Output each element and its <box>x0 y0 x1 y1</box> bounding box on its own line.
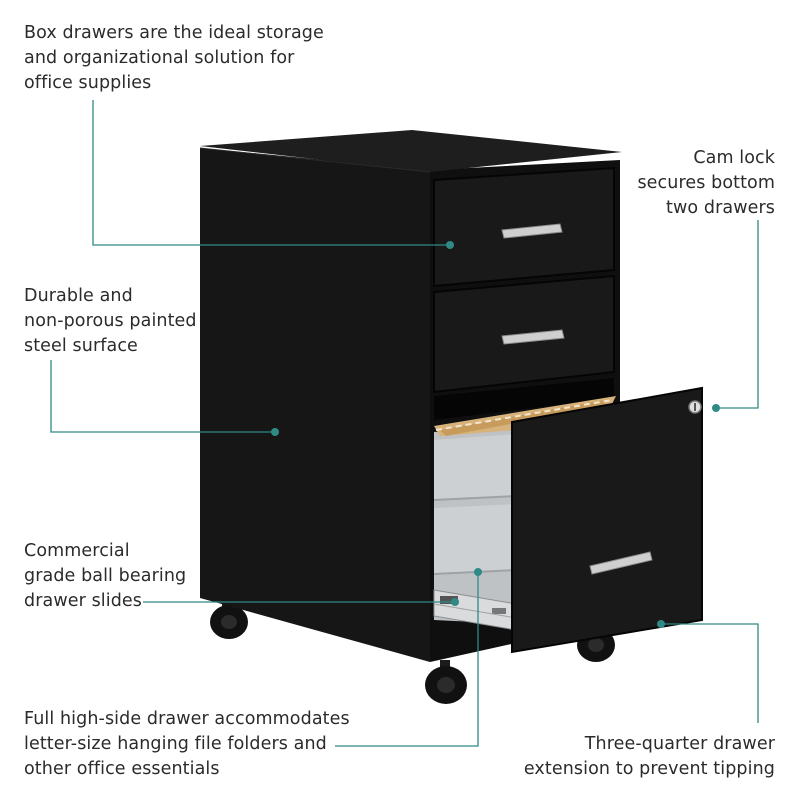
callout-line: Three-quarter drawer <box>584 734 775 754</box>
callout-line: office supplies <box>24 73 152 93</box>
middle-drawer-handle <box>501 329 565 345</box>
callout-line: grade ball bearing <box>24 566 187 586</box>
callout-line: Durable and <box>24 286 133 306</box>
callout-line: steel surface <box>24 336 138 356</box>
callout-cam-lock: Cam lock secures bottom two drawers <box>637 146 775 221</box>
callout-line: secures bottom <box>637 173 775 193</box>
callout-drawer-extension: Three-quarter drawer extension to preven… <box>524 732 775 782</box>
file-drawer-front <box>511 386 703 654</box>
callout-dots <box>271 241 720 628</box>
callout-line: and organizational solution for <box>24 48 295 68</box>
callout-box-drawers: Box drawers are the ideal storage and or… <box>24 21 324 96</box>
top-drawer-handle <box>501 223 563 239</box>
callout-line: letter-size hanging file folders and <box>24 734 327 754</box>
callout-line: Commercial <box>24 541 130 561</box>
callout-line: other office essentials <box>24 759 220 779</box>
callout-line: Cam lock <box>693 148 775 168</box>
callout-steel-surface: Durable and non-porous painted steel sur… <box>24 284 197 359</box>
callout-leader-lines <box>50 100 759 747</box>
callout-line: non-porous painted <box>24 311 197 331</box>
callout-high-side-drawer: Full high-side drawer accommodates lette… <box>24 707 350 782</box>
callout-line: two drawers <box>666 198 775 218</box>
cam-lock-icon <box>688 400 702 414</box>
cabinet-top <box>200 130 622 172</box>
callout-line: extension to prevent tipping <box>523 759 775 779</box>
file-drawer-handle <box>589 551 653 575</box>
callout-line: Full high-side drawer accommodates <box>24 709 350 729</box>
callout-line: Box drawers are the ideal storage <box>24 23 324 43</box>
top-box-drawer <box>433 166 615 288</box>
cabinet-side-panel <box>200 148 430 662</box>
caster-front-left <box>425 660 467 704</box>
callout-drawer-slides: Commercial grade ball bearing drawer sli… <box>24 539 186 614</box>
callout-line: drawer slides <box>24 591 142 611</box>
